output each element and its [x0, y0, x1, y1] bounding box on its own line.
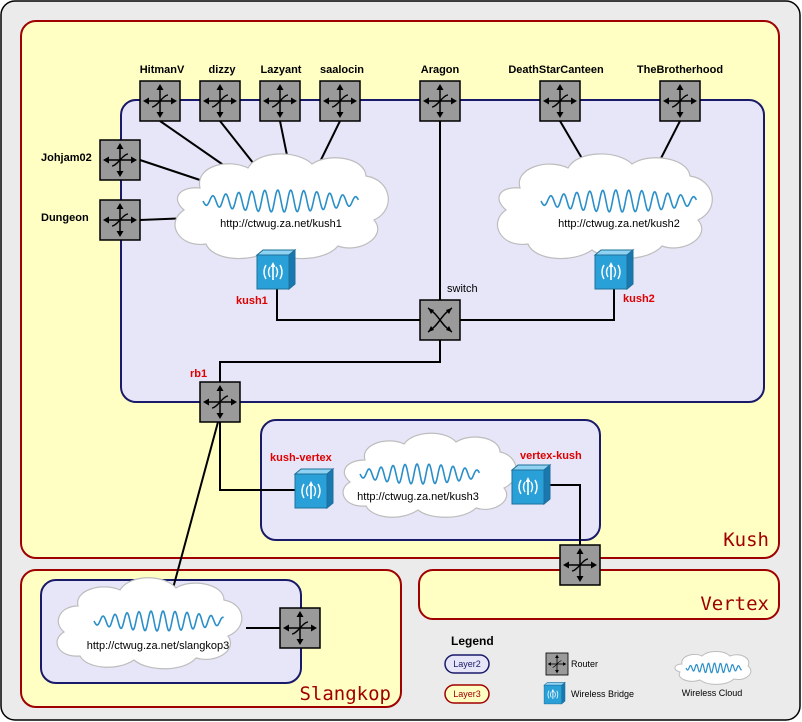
legend-layer3-swatch	[444, 684, 490, 704]
router-icon[interactable]	[99, 139, 141, 181]
legend-wireless-cloud-label: Wireless Cloud	[682, 688, 743, 698]
slangkop-zone-label: Slangkop	[299, 683, 391, 705]
router-icon[interactable]	[259, 80, 301, 122]
link-vertex-kush-router	[550, 484, 581, 545]
cloud-kush3-url: http://ctwug.za.net/kush3	[357, 491, 479, 503]
link-switch-rb1	[219, 340, 441, 382]
cloud-kush2: http://ctwug.za.net/kush2	[496, 153, 713, 260]
cloud-slangkop3: http://ctwug.za.net/slangkop3	[56, 577, 243, 670]
legend-title: Legend	[451, 634, 494, 648]
legend-wireless-bridge-label: Wireless Bridge	[571, 689, 634, 699]
router-icon[interactable]	[319, 80, 361, 122]
wireless-bridge-icon[interactable]	[256, 249, 296, 290]
wireless-bridge-icon[interactable]	[511, 464, 551, 505]
router-icon[interactable]	[559, 544, 601, 586]
cloud-kush1-url: http://ctwug.za.net/kush1	[220, 218, 342, 230]
cloud-kush2-url: http://ctwug.za.net/kush2	[558, 218, 680, 230]
link-kush2-switch	[460, 289, 615, 321]
bridge-label-kush2: kush2	[623, 293, 655, 305]
wireless-bridge-icon[interactable]	[594, 249, 634, 290]
legend-layer2-swatch	[444, 654, 490, 674]
router-icon[interactable]	[279, 607, 321, 649]
legend-router-label: Router	[571, 659, 598, 669]
vertex-zone-label: Vertex	[700, 593, 769, 615]
legend-wireless-bridge-icon	[543, 682, 566, 705]
router-label-rb1: rb1	[190, 368, 207, 380]
cloud-slangkop3-url: http://ctwug.za.net/slangkop3	[87, 640, 229, 652]
router-icon[interactable]	[99, 199, 141, 241]
legend-router-icon	[545, 652, 569, 676]
bridge-label-kush1: kush1	[236, 295, 268, 307]
router-label-dungeon: Dungeon	[41, 212, 89, 224]
router-label-deathstarcanteen: DeathStarCanteen	[508, 64, 604, 76]
router-icon[interactable]	[199, 80, 241, 122]
router-label-saalocin: saalocin	[320, 64, 364, 76]
router-label-thebrotherhood: TheBrotherhood	[637, 64, 723, 76]
legend-layer2-label: Layer2	[453, 659, 481, 669]
switch-label: switch	[447, 283, 478, 295]
router-label-dizzy: dizzy	[209, 64, 237, 76]
cloud-kush1: http://ctwug.za.net/kush1	[174, 153, 389, 260]
router-label-lazyant: Lazyant	[261, 64, 302, 76]
bridge-label-vertex-kush: vertex-kush	[520, 450, 582, 462]
router-icon[interactable]	[419, 80, 461, 122]
router-icon[interactable]	[199, 381, 241, 423]
legend-layer3-label: Layer3	[453, 689, 481, 699]
router-icon[interactable]	[659, 80, 701, 122]
router-icon[interactable]	[139, 80, 181, 122]
link-rb1-slangkop3	[171, 421, 219, 593]
legend: Legend Layer2 Layer3 Router Wireless Bri…	[444, 634, 752, 705]
link-johjam02-kush1	[139, 159, 201, 181]
link-kush1-switch	[276, 289, 420, 321]
router-label-aragon: Aragon	[421, 64, 460, 76]
router-label-hitmanv: HitmanV	[140, 64, 185, 76]
legend-wireless-cloud-icon	[674, 651, 752, 685]
link-rb1-kush-vertex	[219, 422, 295, 491]
wireless-bridge-icon[interactable]	[294, 468, 334, 509]
router-icon[interactable]	[539, 80, 581, 122]
cloud-kush3: http://ctwug.za.net/kush3	[342, 432, 517, 518]
bridge-label-kush-vertex: kush-vertex	[270, 452, 333, 464]
kush-zone-label: Kush	[723, 529, 769, 551]
switch[interactable]	[419, 299, 461, 341]
router-label-johjam02: Johjam02	[41, 152, 92, 164]
